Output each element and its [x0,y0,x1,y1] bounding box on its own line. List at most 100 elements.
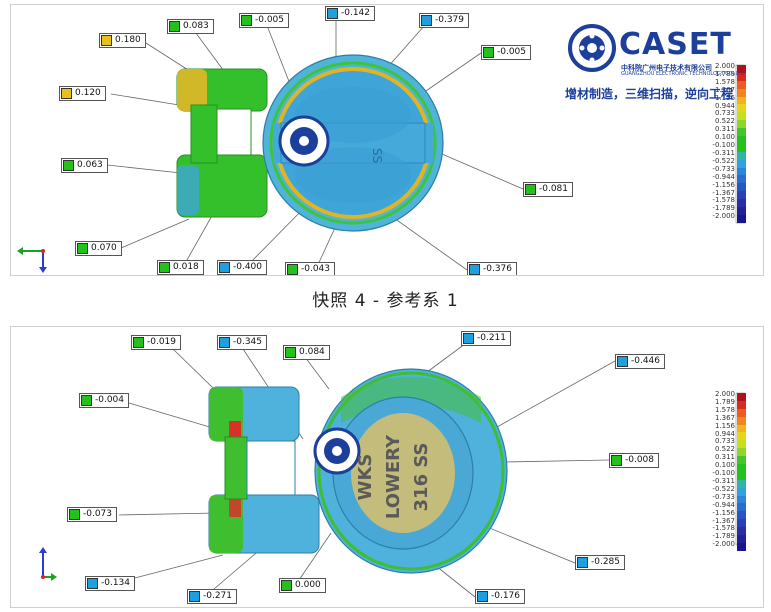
swatch [81,395,92,406]
callout-bot-m0073: -0.073 [67,507,118,522]
swatch [159,262,170,273]
scale-label: -1.789 [712,532,735,541]
top-snapshot-panel: SS 0.083 -0.005 -0.142 -0.379 0.180 -0.0… [10,4,764,276]
scale-label: -1.367 [712,516,735,525]
swatch [77,243,88,254]
scale-color-step [737,120,746,129]
scale-color-step [737,143,746,152]
swatch [241,15,252,26]
scale-color-step [737,96,746,105]
scale-label: 0.733 [714,437,735,446]
scale-label: 1.789 [714,69,735,78]
swatch [281,580,292,591]
scale-color-step [737,400,746,409]
swatch [421,15,432,26]
scale-color-step [737,487,746,496]
swatch [327,8,338,19]
scale-label: 1.578 [714,77,735,86]
scale-color-step [737,448,746,457]
scale-label: 0.944 [714,101,735,110]
swatch [617,356,628,367]
callout-top-0180: 0.180 [99,33,146,48]
scale-label: 1.789 [714,397,735,406]
scale-color-step [737,65,746,73]
cas-emblem-icon [568,24,616,72]
swatch [525,184,536,195]
part-marking-1: WKS [355,454,376,501]
callout-top-0063: 0.063 [61,158,108,173]
swatch [219,337,230,348]
scale-color-step [737,183,746,192]
swatch [285,347,296,358]
brand-name: CASET [619,27,732,62]
callout-bot-m0285: -0.285 [575,555,626,570]
scale-label: 1.156 [714,93,735,102]
scale-color-step [737,456,746,465]
scale-label: -0.733 [712,164,735,173]
scale-color-step [737,527,746,536]
scale-label: 0.733 [714,109,735,118]
scale-color-step [737,80,746,89]
callout-top-0083: 0.083 [167,19,214,34]
scale-label: 1.578 [714,405,735,414]
swatch [101,35,112,46]
scale-label: 0.944 [714,429,735,438]
scale-label: -0.944 [712,500,735,509]
scale-color-step [737,175,746,184]
callout-top-m0142: -0.142 [325,6,376,21]
bottom-snapshot-panel: WKS LOWERY 316 SS -0.019 -0.345 0.084 -0… [10,326,764,608]
swatch [287,264,298,275]
scale-color-step [737,542,746,551]
scale-label: 0.100 [714,133,735,142]
callout-top-m0081: -0.081 [523,182,574,197]
scale-color-step [737,440,746,449]
bottom-part-render: WKS LOWERY 316 SS [118,340,746,598]
scale-label: 2.000 [714,62,735,70]
swatch [611,455,622,466]
scale-label: -0.100 [712,141,735,150]
part-marking-2: LOWERY [383,434,404,519]
swatch [63,160,74,171]
callout-bot-m0446: -0.446 [615,354,666,369]
scale-color-step [737,104,746,113]
scale-color-step [737,519,746,528]
scale-label: -1.156 [712,508,735,517]
scale-label: 0.311 [714,453,735,462]
scale-color-step [737,424,746,433]
callout-bot-m0004: -0.004 [79,393,130,408]
scale-label: 0.522 [714,117,735,126]
swatch [477,591,488,602]
callout-bot-m0345: -0.345 [217,335,268,350]
scale-label: 0.100 [714,461,735,470]
scale-label: 0.522 [714,445,735,454]
callout-bot-m0176: -0.176 [475,589,526,604]
scale-color-step [737,207,746,215]
scale-color-step [737,416,746,425]
callout-bot-m0008: -0.008 [609,453,660,468]
scale-color-step [737,408,746,417]
callout-bot-0084: 0.084 [283,345,330,360]
swatch [169,21,180,32]
callout-bot-0000: 0.000 [279,578,326,593]
callout-top-0120: 0.120 [59,86,106,101]
scale-label: 1.156 [714,421,735,430]
scale-color-step [737,471,746,480]
scale-color-step [737,88,746,97]
caset-logo: CASET 中科院广州电子技术有限公司 GUANGZHOU ELECTRONIC… [563,19,763,109]
scale-label: 2.000 [714,390,735,398]
scale-color-step [737,151,746,160]
callout-top-m0400: -0.400 [217,260,268,275]
callout-top-m0376: -0.376 [467,262,518,275]
scale-label: -0.944 [712,172,735,181]
scale-color-step [737,393,746,401]
swatch [463,333,474,344]
callout-top-m0043: -0.043 [285,262,336,275]
callout-bot-m0211: -0.211 [461,331,512,346]
scale-label: -1.789 [712,204,735,213]
svg-text:SS: SS [370,148,384,163]
company-slogan: 增材制造，三维扫描，逆向工程 [565,87,734,101]
scale-color-step [737,128,746,137]
scale-label: -0.733 [712,492,735,501]
callout-bot-m0271: -0.271 [187,589,238,604]
